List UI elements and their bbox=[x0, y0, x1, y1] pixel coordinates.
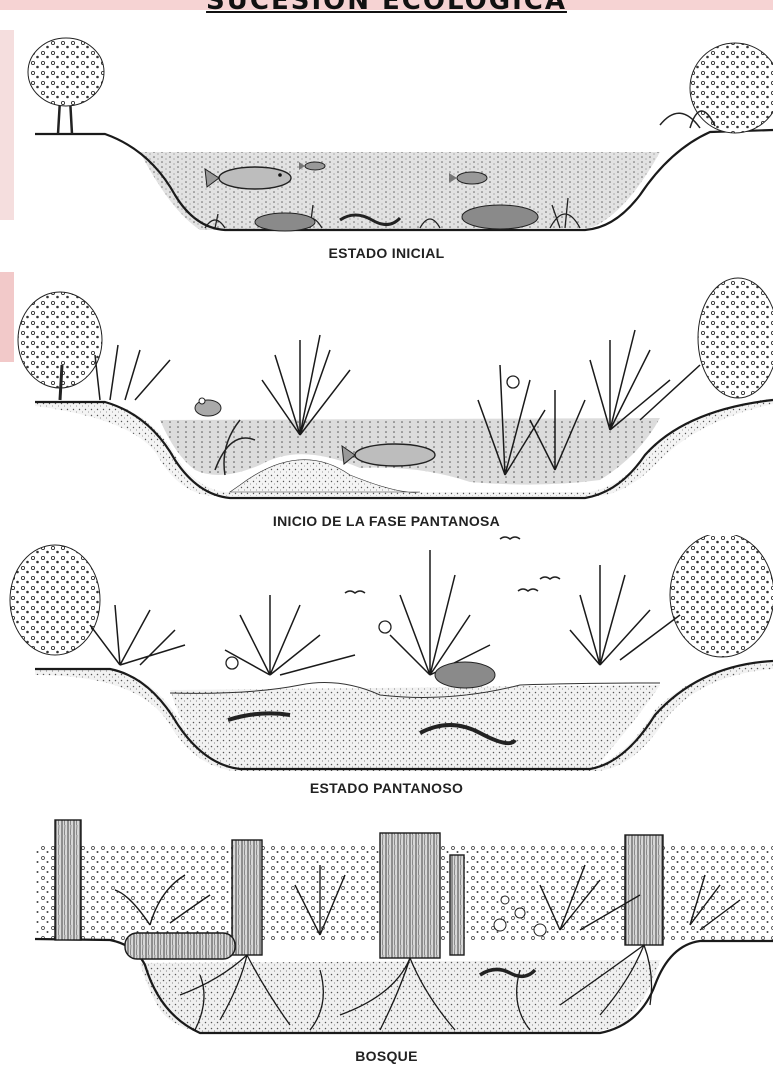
stage-marsh-illustration bbox=[0, 535, 773, 775]
tree-right bbox=[698, 278, 773, 398]
rock-1 bbox=[255, 213, 315, 231]
stage-marsh: ESTADO PANTANOSO bbox=[0, 535, 773, 805]
tree-left bbox=[18, 292, 102, 388]
snail-2 bbox=[226, 657, 238, 669]
fallen-log bbox=[125, 933, 235, 959]
snail bbox=[507, 376, 519, 388]
soil-fill bbox=[140, 960, 660, 1033]
tree-right bbox=[670, 535, 773, 657]
stage-early-marsh: INICIO DE LA FASE PANTANOSA bbox=[0, 270, 773, 535]
marsh-plants bbox=[90, 550, 680, 675]
caption-initial: ESTADO INICIAL bbox=[0, 245, 773, 261]
caption-early-marsh: INICIO DE LA FASE PANTANOSA bbox=[0, 513, 773, 529]
caption-forest: BOSQUE bbox=[0, 1048, 773, 1064]
stage-forest-illustration bbox=[0, 805, 773, 1050]
snail-1 bbox=[379, 621, 391, 633]
stage-initial: ESTADO INICIAL bbox=[0, 0, 773, 270]
moss-mound bbox=[435, 662, 495, 688]
stage-early-marsh-illustration bbox=[0, 270, 773, 510]
shrub-right bbox=[660, 43, 773, 133]
stage-initial-illustration bbox=[0, 0, 773, 240]
tree-left bbox=[10, 545, 100, 655]
frog bbox=[195, 398, 221, 416]
tree-left bbox=[28, 38, 104, 134]
rock-2 bbox=[462, 205, 538, 229]
caption-marsh: ESTADO PANTANOSO bbox=[0, 780, 773, 796]
stage-forest: BOSQUE bbox=[0, 805, 773, 1068]
